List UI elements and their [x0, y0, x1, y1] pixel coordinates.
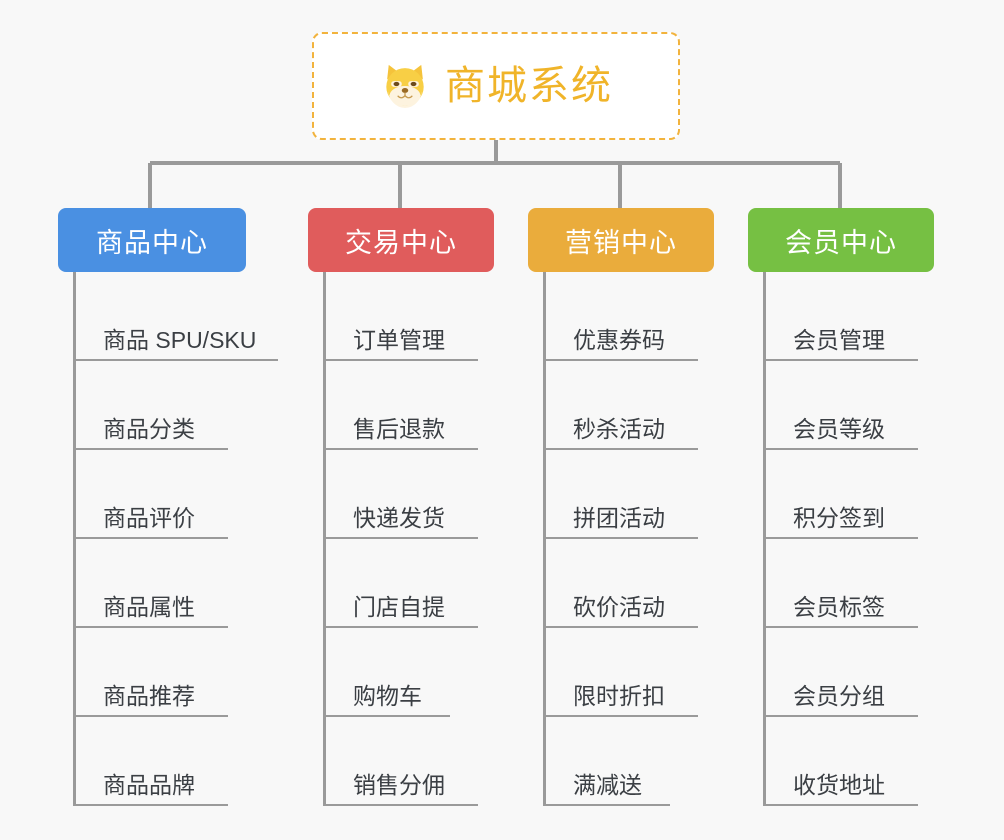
- item-underline: [543, 804, 670, 806]
- list-item[interactable]: 秒杀活动: [528, 361, 716, 450]
- category-title: 商品中心: [96, 227, 208, 258]
- sub-item-list-member-center: 会员管理 会员等级 积分签到 会员标签 会员分组 收货地址: [748, 272, 936, 806]
- list-item[interactable]: 满减送: [528, 717, 716, 806]
- item-underline: [323, 359, 478, 361]
- item-underline: [543, 359, 698, 361]
- item-underline: [323, 626, 478, 628]
- list-item-label: 优惠券码: [573, 327, 665, 353]
- list-item-label: 商品评价: [103, 505, 195, 531]
- item-underline: [763, 448, 918, 450]
- list-item-label: 快递发货: [353, 505, 445, 531]
- category-box-trade-center[interactable]: 交易中心: [308, 208, 494, 272]
- list-item[interactable]: 拼团活动: [528, 450, 716, 539]
- list-item[interactable]: 优惠券码: [528, 272, 716, 361]
- list-item[interactable]: 购物车: [308, 628, 496, 717]
- list-item-label: 拼团活动: [573, 505, 665, 531]
- list-item[interactable]: 售后退款: [308, 361, 496, 450]
- category-title: 交易中心: [345, 227, 457, 258]
- column-member-center: 会员中心 会员管理 会员等级 积分签到 会员标签 会员分组: [748, 208, 936, 806]
- list-item-label: 商品属性: [103, 594, 195, 620]
- item-underline: [73, 804, 228, 806]
- list-item-label: 会员分组: [793, 683, 885, 709]
- item-underline: [323, 448, 478, 450]
- list-item-label: 会员管理: [793, 327, 885, 353]
- list-item[interactable]: 收货地址: [748, 717, 936, 806]
- list-item-label: 商品品牌: [103, 772, 195, 798]
- column-trade-center: 交易中心 订单管理 售后退款 快递发货 门店自提 购物车: [308, 208, 496, 806]
- list-item-label: 销售分佣: [353, 772, 445, 798]
- list-item-label: 积分签到: [793, 505, 885, 531]
- item-underline: [323, 715, 450, 717]
- sub-item-list-trade-center: 订单管理 售后退款 快递发货 门店自提 购物车 销售分佣: [308, 272, 496, 806]
- item-underline: [73, 715, 228, 717]
- list-item[interactable]: 快递发货: [308, 450, 496, 539]
- item-underline: [543, 448, 698, 450]
- category-box-member-center[interactable]: 会员中心: [748, 208, 934, 272]
- list-item[interactable]: 商品品牌: [58, 717, 246, 806]
- list-item-label: 会员标签: [793, 594, 885, 620]
- list-item-label: 收货地址: [793, 772, 885, 798]
- list-item[interactable]: 商品属性: [58, 539, 246, 628]
- item-underline: [73, 448, 228, 450]
- category-title: 营销中心: [565, 227, 677, 258]
- list-item[interactable]: 门店自提: [308, 539, 496, 628]
- list-item[interactable]: 砍价活动: [528, 539, 716, 628]
- list-item[interactable]: 会员分组: [748, 628, 936, 717]
- list-item[interactable]: 商品评价: [58, 450, 246, 539]
- item-underline: [763, 359, 918, 361]
- list-item-label: 订单管理: [353, 327, 445, 353]
- item-underline: [763, 537, 918, 539]
- list-item[interactable]: 积分签到: [748, 450, 936, 539]
- item-underline: [73, 537, 228, 539]
- column-product-center: 商品中心 商品 SPU/SKU 商品分类 商品评价 商品属性 商品推荐: [58, 208, 278, 806]
- sub-item-list-marketing-center: 优惠券码 秒杀活动 拼团活动 砍价活动 限时折扣 满减送: [528, 272, 716, 806]
- root-title: 商城系统: [445, 64, 613, 108]
- root-node-mall-system[interactable]: 商城系统: [312, 32, 680, 140]
- list-item-label: 满减送: [573, 772, 642, 798]
- item-underline: [763, 715, 918, 717]
- item-underline: [763, 626, 918, 628]
- list-item[interactable]: 限时折扣: [528, 628, 716, 717]
- list-item-label: 会员等级: [793, 416, 885, 442]
- list-item-label: 秒杀活动: [573, 416, 665, 442]
- category-box-product-center[interactable]: 商品中心: [58, 208, 246, 272]
- list-item-label: 商品 SPU/SKU: [103, 327, 257, 353]
- category-box-marketing-center[interactable]: 营销中心: [528, 208, 714, 272]
- item-underline: [73, 359, 278, 361]
- list-item[interactable]: 商品 SPU/SKU: [58, 272, 278, 361]
- item-underline: [543, 537, 698, 539]
- column-marketing-center: 营销中心 优惠券码 秒杀活动 拼团活动 砍价活动 限时折扣: [528, 208, 716, 806]
- sub-item-list-product-center: 商品 SPU/SKU 商品分类 商品评价 商品属性 商品推荐 商品品牌: [58, 272, 278, 806]
- list-item[interactable]: 商品推荐: [58, 628, 246, 717]
- list-item[interactable]: 商品分类: [58, 361, 246, 450]
- list-item[interactable]: 会员等级: [748, 361, 936, 450]
- list-item-label: 购物车: [353, 683, 422, 709]
- item-underline: [73, 626, 228, 628]
- list-item-label: 砍价活动: [573, 594, 665, 620]
- category-title: 会员中心: [785, 227, 897, 258]
- item-underline: [543, 626, 698, 628]
- list-item-label: 商品分类: [103, 416, 195, 442]
- item-underline: [543, 715, 698, 717]
- item-underline: [323, 804, 478, 806]
- list-item[interactable]: 会员标签: [748, 539, 936, 628]
- shiba-dog-face-icon: [386, 64, 424, 108]
- list-item-label: 门店自提: [353, 594, 445, 620]
- list-item-label: 商品推荐: [103, 683, 195, 709]
- list-item-label: 限时折扣: [573, 683, 665, 709]
- list-item[interactable]: 销售分佣: [308, 717, 496, 806]
- list-item-label: 售后退款: [353, 416, 445, 442]
- item-underline: [763, 804, 918, 806]
- list-item[interactable]: 会员管理: [748, 272, 936, 361]
- list-item[interactable]: 订单管理: [308, 272, 496, 361]
- item-underline: [323, 537, 478, 539]
